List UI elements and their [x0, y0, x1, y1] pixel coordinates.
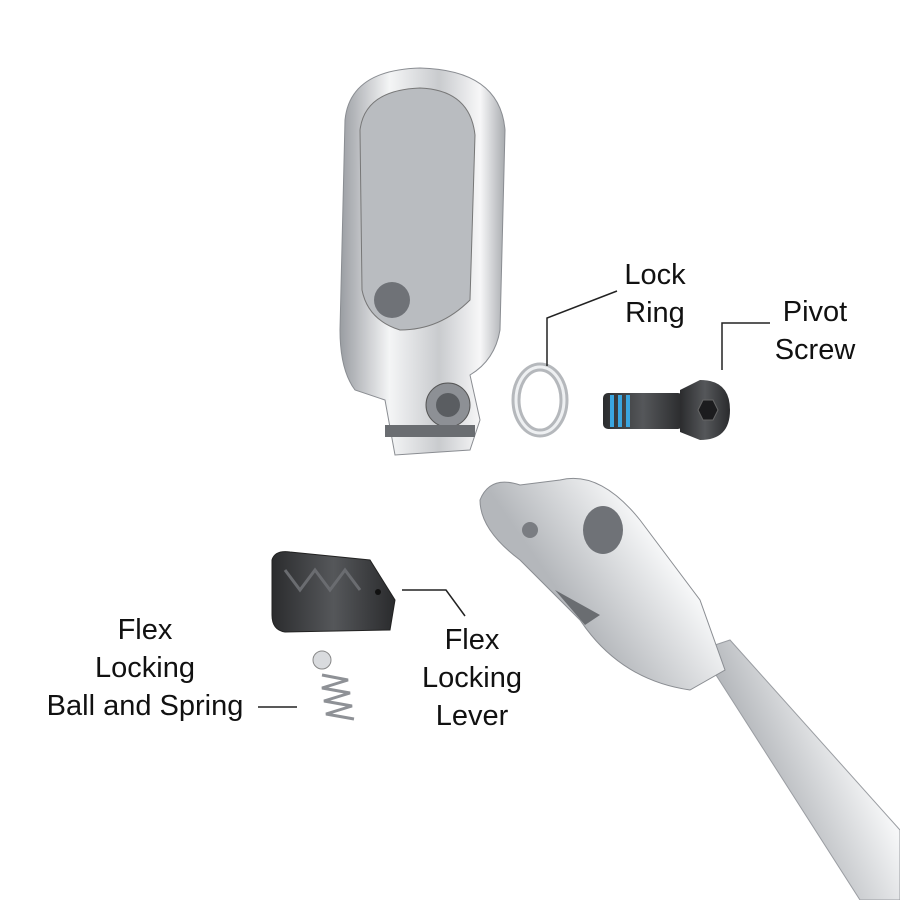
label-line: Screw: [774, 334, 856, 366]
leader-line-pivot-screw: [721, 322, 770, 370]
flex-locking-lever: [271, 551, 396, 633]
ratchet-head: [339, 67, 506, 456]
label-line: Pivot: [782, 296, 848, 328]
label-line: Ring: [625, 297, 685, 329]
label-line: Ball and Spring: [46, 690, 244, 722]
label-line: Locking: [95, 652, 195, 684]
label-flex-locking-lever: Flex Locking Lever: [402, 621, 542, 735]
label-pivot-screw: Pivot Screw: [755, 293, 875, 369]
handle-yoke: [479, 477, 900, 900]
label-lock-ring: Lock Ring: [595, 256, 715, 332]
ball-and-spring: [312, 650, 355, 721]
label-line: Flex: [444, 624, 500, 656]
label-ball-and-spring: Flex Locking Ball and Spring: [40, 611, 250, 725]
label-line: Locking: [422, 662, 522, 694]
label-line: Lock: [624, 259, 686, 291]
leader-line-lock-ring: [546, 290, 618, 366]
pivot-screw: [603, 380, 730, 440]
label-line: Lever: [435, 700, 509, 732]
label-line: Flex: [117, 614, 173, 646]
lock-ring: [511, 362, 569, 438]
leader-line-flex-locking-lever: [402, 589, 466, 617]
